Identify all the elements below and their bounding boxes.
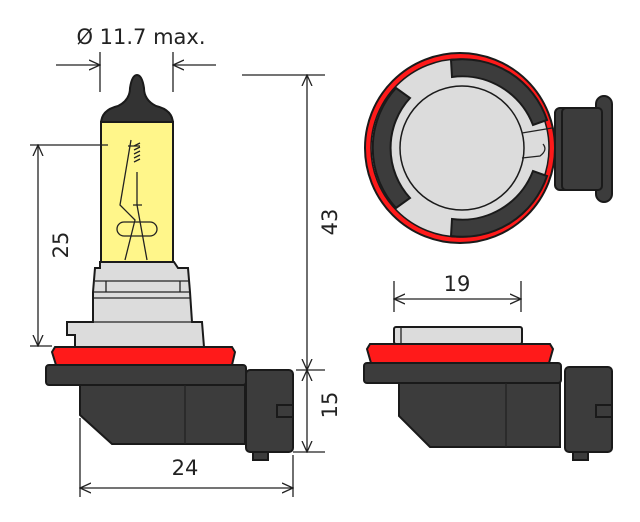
lower-body (79, 384, 246, 445)
base-height-label: 15 (318, 392, 342, 419)
cap-width-label: 19 (444, 272, 471, 296)
dimension-total-height: 43 (242, 75, 342, 370)
connector-tab (252, 451, 269, 461)
dimension-light-center: 25 (30, 145, 108, 346)
light-center-label: 25 (49, 232, 73, 259)
cap (393, 326, 523, 345)
top-view-bulb (364, 52, 613, 244)
red-ring-front (365, 343, 555, 364)
filament (116, 139, 158, 261)
dimension-base-width: 24 (80, 418, 293, 497)
side-view-bulb (45, 73, 294, 461)
flange (45, 364, 247, 386)
dimension-cap-width: 19 (394, 272, 521, 312)
base-width-label: 24 (172, 456, 199, 480)
dimension-diameter: Ø 11.7 max. (56, 25, 216, 92)
red-ring (50, 346, 237, 366)
front-view-bulb (363, 326, 613, 461)
diameter-label: Ø 11.7 max. (76, 25, 205, 49)
metal-base (66, 261, 206, 348)
total-height-label: 43 (318, 209, 342, 236)
dimension-base-height: 15 (293, 370, 342, 452)
